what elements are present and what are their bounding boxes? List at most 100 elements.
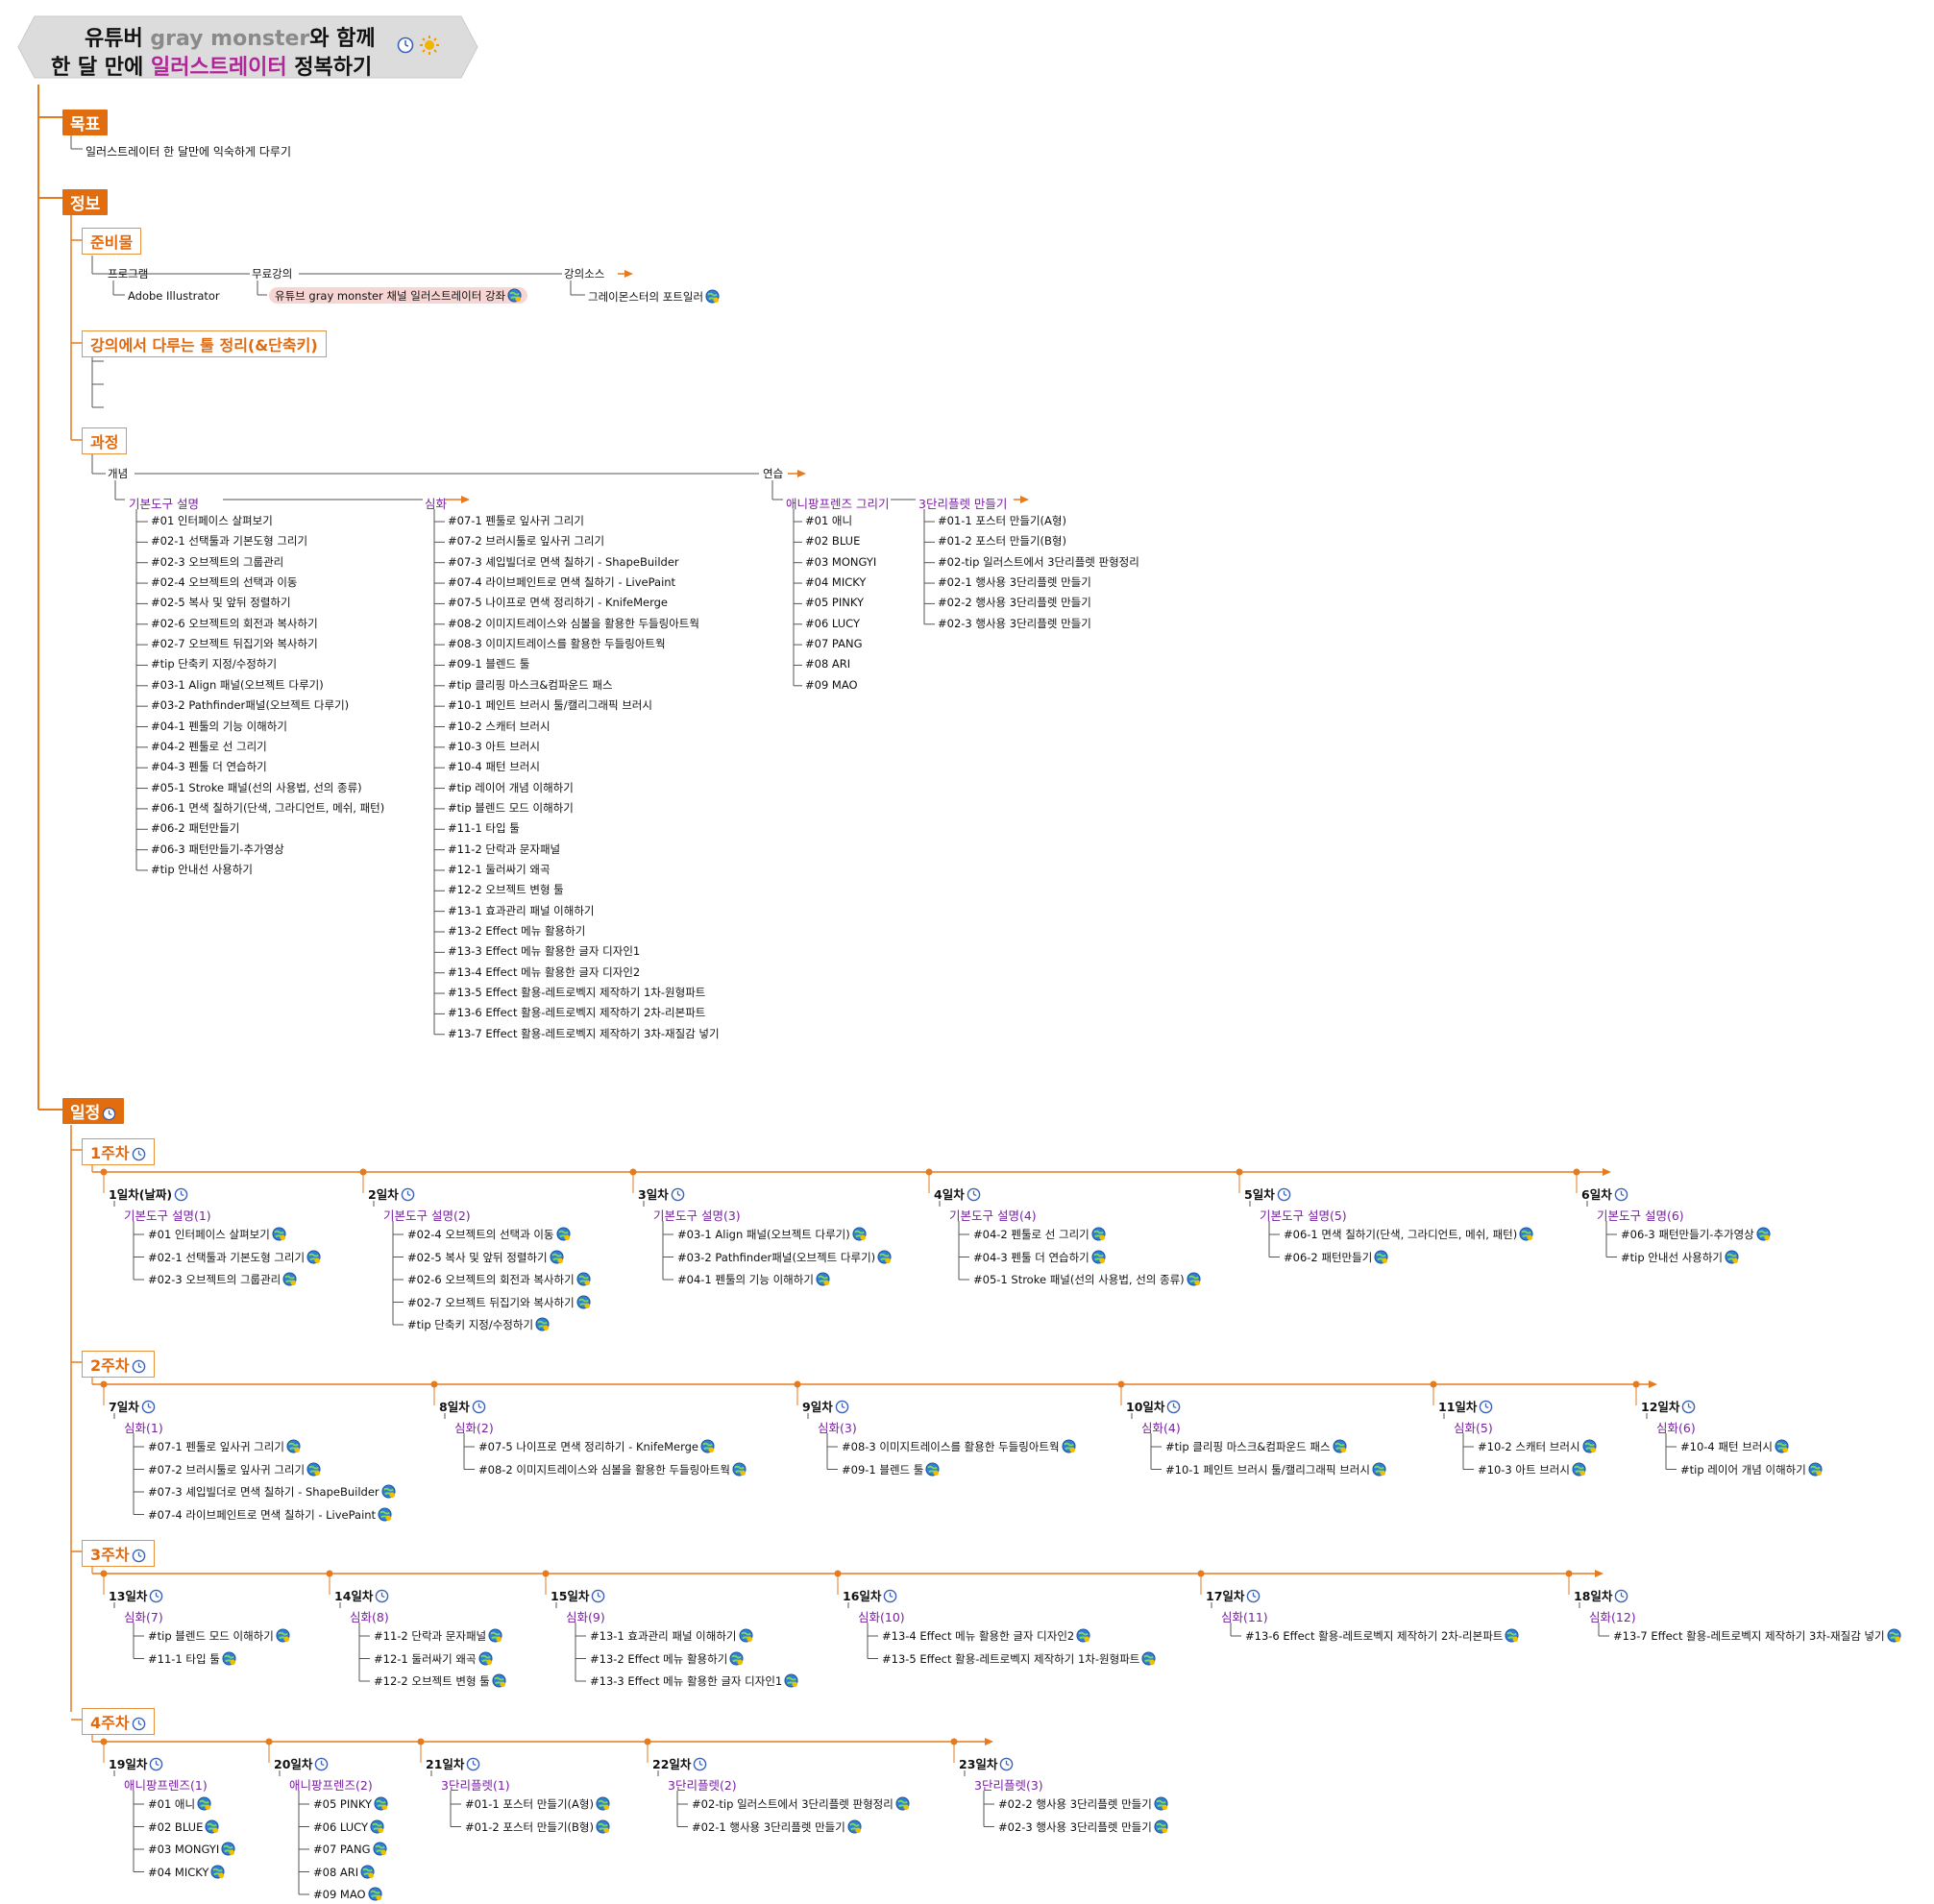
- globe-link-icon[interactable]: [596, 1819, 610, 1834]
- globe-link-icon[interactable]: [1154, 1796, 1168, 1811]
- globe-link-icon[interactable]: [507, 288, 522, 303]
- globe-link-icon[interactable]: [596, 1796, 610, 1811]
- day-item[interactable]: #06 LUCY: [313, 1819, 384, 1834]
- day-item[interactable]: #05-1 Stroke 패널(선의 사용법, 선의 종류): [973, 1272, 1201, 1286]
- week-2[interactable]: 2주차: [82, 1351, 155, 1378]
- day-node[interactable]: 12일차: [1641, 1397, 1696, 1415]
- day-item[interactable]: #13-3 Effect 메뉴 활용한 글자 디자인1: [590, 1673, 798, 1688]
- globe-link-icon[interactable]: [1091, 1249, 1106, 1264]
- globe-link-icon[interactable]: [816, 1272, 830, 1286]
- section-info[interactable]: 정보: [62, 189, 109, 215]
- day-node[interactable]: 15일차: [551, 1586, 605, 1604]
- week-1[interactable]: 1주차: [82, 1138, 155, 1165]
- day-item[interactable]: #05 PINKY: [313, 1796, 388, 1811]
- section-schedule[interactable]: 일정: [62, 1098, 125, 1124]
- globe-link-icon[interactable]: [492, 1673, 506, 1688]
- day-item[interactable]: #11-2 단락과 문자패널: [374, 1628, 502, 1643]
- day-item[interactable]: #04-1 펜툴의 기능 이해하기: [677, 1272, 830, 1286]
- day-node[interactable]: 13일차: [109, 1586, 163, 1604]
- day-item[interactable]: #02-7 오브젝트 뒤집기와 복사하기: [407, 1294, 591, 1309]
- globe-link-icon[interactable]: [895, 1796, 910, 1811]
- day-node[interactable]: 18일차: [1574, 1586, 1628, 1604]
- day-node[interactable]: 5일차: [1244, 1184, 1291, 1203]
- globe-link-icon[interactable]: [378, 1506, 392, 1522]
- day-node[interactable]: 8일차: [439, 1397, 486, 1415]
- day-item[interactable]: #02 BLUE: [148, 1819, 219, 1834]
- globe-link-icon[interactable]: [381, 1484, 396, 1499]
- section-goal[interactable]: 목표: [62, 110, 109, 135]
- day-node[interactable]: 4일차: [934, 1184, 981, 1203]
- globe-link-icon[interactable]: [306, 1461, 321, 1477]
- day-item[interactable]: #13-5 Effect 활용-레트로벡지 제작하기 1차-원형파트: [882, 1650, 1156, 1666]
- day-item[interactable]: #13-6 Effect 활용-레트로벡지 제작하기 2차-리본파트: [1245, 1628, 1519, 1643]
- week-3[interactable]: 3주차: [82, 1540, 155, 1567]
- globe-link-icon[interactable]: [1187, 1272, 1201, 1286]
- day-node[interactable]: 11일차: [1438, 1397, 1493, 1415]
- globe-link-icon[interactable]: [1775, 1439, 1789, 1453]
- day-item[interactable]: #07-5 나이프로 면색 정리하기 - KnifeMerge: [478, 1439, 715, 1453]
- day-item[interactable]: #10-1 페인트 브러시 툴/캘리그래픽 브러시: [1165, 1461, 1386, 1477]
- day-item[interactable]: #02-6 오브젝트의 회전과 복사하기: [407, 1272, 591, 1286]
- globe-link-icon[interactable]: [738, 1628, 753, 1643]
- globe-link-icon[interactable]: [555, 1227, 571, 1241]
- globe-link-icon[interactable]: [784, 1673, 798, 1688]
- day-item[interactable]: #03-1 Align 패널(오브젝트 다루기): [677, 1227, 867, 1241]
- globe-link-icon[interactable]: [729, 1650, 744, 1666]
- day-node[interactable]: 9일차: [802, 1397, 849, 1415]
- globe-link-icon[interactable]: [1372, 1461, 1386, 1477]
- globe-link-icon[interactable]: [488, 1628, 502, 1643]
- globe-link-icon[interactable]: [205, 1819, 219, 1834]
- day-item[interactable]: #09-1 블렌드 툴: [842, 1461, 940, 1477]
- globe-link-icon[interactable]: [1154, 1819, 1168, 1834]
- day-node[interactable]: 1일차(날짜): [109, 1184, 188, 1203]
- globe-link-icon[interactable]: [1141, 1650, 1156, 1666]
- day-item[interactable]: #13-2 Effect 메뉴 활용하기: [590, 1650, 744, 1666]
- day-item[interactable]: #08-2 이미지트레이스와 심볼을 활용한 두들링아트웍: [478, 1461, 747, 1477]
- day-item[interactable]: #06-1 면색 칠하기(단색, 그라디언트, 메쉬, 패턴): [1284, 1227, 1533, 1241]
- globe-link-icon[interactable]: [1374, 1249, 1388, 1264]
- globe-link-icon[interactable]: [1582, 1439, 1597, 1453]
- globe-link-icon[interactable]: [286, 1439, 301, 1453]
- day-node[interactable]: 2일차: [368, 1184, 415, 1203]
- central-topic[interactable]: 유튜버 gray monster와 함께 한 달 만에 일러스트레이터 정복하기: [17, 15, 478, 80]
- day-item[interactable]: #02-3 행사용 3단리플렛 만들기: [998, 1819, 1168, 1834]
- day-item[interactable]: #01-2 포스터 만들기(B형): [465, 1819, 610, 1834]
- day-item[interactable]: #04 MICKY: [148, 1864, 225, 1879]
- globe-link-icon[interactable]: [360, 1864, 375, 1879]
- day-item[interactable]: #02-1 행사용 3단리플렛 만들기: [692, 1819, 862, 1834]
- globe-link-icon[interactable]: [847, 1819, 862, 1834]
- globe-link-icon[interactable]: [1519, 1227, 1533, 1241]
- globe-link-icon[interactable]: [1887, 1628, 1901, 1643]
- globe-link-icon[interactable]: [732, 1461, 747, 1477]
- globe-link-icon[interactable]: [1756, 1227, 1771, 1241]
- globe-link-icon[interactable]: [1076, 1628, 1090, 1643]
- day-item[interactable]: #02-5 복사 및 앞뒤 정렬하기: [407, 1249, 564, 1264]
- globe-link-icon[interactable]: [1333, 1439, 1347, 1453]
- globe-link-icon[interactable]: [1725, 1249, 1739, 1264]
- day-item[interactable]: #07-4 라이브페인트로 면색 칠하기 - LivePaint: [148, 1506, 392, 1522]
- day-item[interactable]: #02-1 선택툴과 기본도형 그리기: [148, 1249, 321, 1264]
- prep-source-link[interactable]: 그레이몬스터의 포트일러: [588, 289, 720, 304]
- day-node[interactable]: 10일차: [1126, 1397, 1181, 1415]
- day-node[interactable]: 17일차: [1206, 1586, 1261, 1604]
- day-item[interactable]: #07 PANG: [313, 1842, 387, 1856]
- day-node[interactable]: 14일차: [334, 1586, 389, 1604]
- day-item[interactable]: #12-1 둘러싸기 왜곡: [374, 1650, 493, 1666]
- globe-link-icon[interactable]: [925, 1461, 940, 1477]
- topic-tools[interactable]: 강의에서 다루는 툴 정리(&단축키): [82, 330, 327, 357]
- globe-link-icon[interactable]: [550, 1249, 564, 1264]
- prep-lecture-link[interactable]: 유튜브 gray monster 채널 일러스트레이터 강좌: [269, 287, 528, 304]
- day-item[interactable]: #tip 안내선 사용하기: [1621, 1249, 1739, 1264]
- globe-link-icon[interactable]: [852, 1227, 867, 1241]
- day-item[interactable]: #04-3 펜툴 더 연습하기: [973, 1249, 1106, 1264]
- day-item[interactable]: #01 애니: [148, 1796, 211, 1811]
- globe-link-icon[interactable]: [306, 1249, 321, 1264]
- day-item[interactable]: #07-1 펜툴로 잎사귀 그리기: [148, 1439, 301, 1453]
- globe-link-icon[interactable]: [1091, 1227, 1106, 1241]
- day-item[interactable]: #03-2 Pathfinder패널(오브젝트 다루기): [677, 1249, 892, 1264]
- globe-link-icon[interactable]: [197, 1796, 211, 1811]
- day-item[interactable]: #10-3 아트 브러시: [1478, 1461, 1586, 1477]
- day-node[interactable]: 6일차: [1581, 1184, 1628, 1203]
- globe-link-icon[interactable]: [372, 1842, 387, 1856]
- day-item[interactable]: #13-4 Effect 메뉴 활용한 글자 디자인2: [882, 1628, 1090, 1643]
